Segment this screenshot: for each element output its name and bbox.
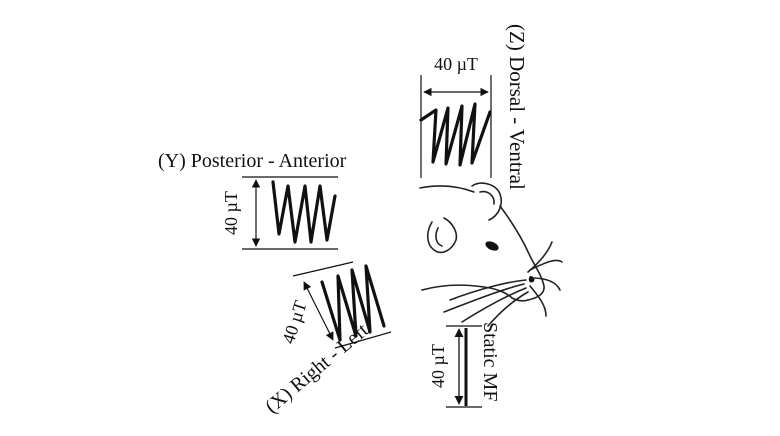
rat-whisker-6	[461, 287, 527, 323]
rat-nose	[528, 276, 535, 283]
x-axis-label: (X) Right - Left	[261, 319, 373, 418]
x-field-group: 40 µT (X) Right - Left	[261, 261, 392, 418]
rat-whisker-7	[487, 291, 529, 327]
rat-ear-left-inner	[435, 227, 443, 247]
rat-head-top	[419, 185, 475, 193]
rat-face	[499, 205, 545, 301]
z-amplitude-label: 40 µT	[434, 54, 478, 74]
y-axis-label: (Y) Posterior - Anterior	[158, 150, 347, 172]
rat-head-illustration	[419, 182, 563, 327]
x-amplitude-label: 40 µT	[278, 298, 311, 346]
rat-whisker-8	[529, 285, 547, 317]
z-axis-label: (Z) Dorsal - Ventral	[505, 24, 529, 190]
rat-ear-inner	[479, 190, 495, 205]
rat-whisker-4	[449, 279, 527, 301]
z-field-group: 40 µT (Z) Dorsal - Ventral	[419, 24, 529, 190]
rat-whisker-5	[443, 283, 525, 313]
static-mf-label: Static MF	[479, 322, 501, 401]
y-amplitude-label: 40 µT	[221, 191, 241, 235]
static-amplitude-label: 40 µT	[428, 344, 448, 388]
y-field-group: (Y) Posterior - Anterior 40 µT	[158, 150, 347, 250]
rat-eye	[485, 241, 499, 251]
static-field-group: 40 µT Static MF	[428, 322, 501, 408]
x-amplitude-arrow	[303, 281, 334, 341]
rat-jaw	[421, 284, 513, 299]
x-wave	[320, 264, 386, 342]
rat-whisker-3	[531, 277, 561, 291]
rat-whisker-2	[529, 259, 563, 271]
y-wave	[271, 180, 337, 244]
x-bound-bottom	[334, 331, 392, 349]
rat-whisker-1	[527, 241, 553, 273]
rat-ear-left	[426, 217, 458, 254]
rat-mouth	[511, 297, 529, 302]
z-wave	[419, 102, 492, 167]
x-bound-top	[292, 261, 354, 277]
rat-ear-outer	[471, 182, 503, 221]
